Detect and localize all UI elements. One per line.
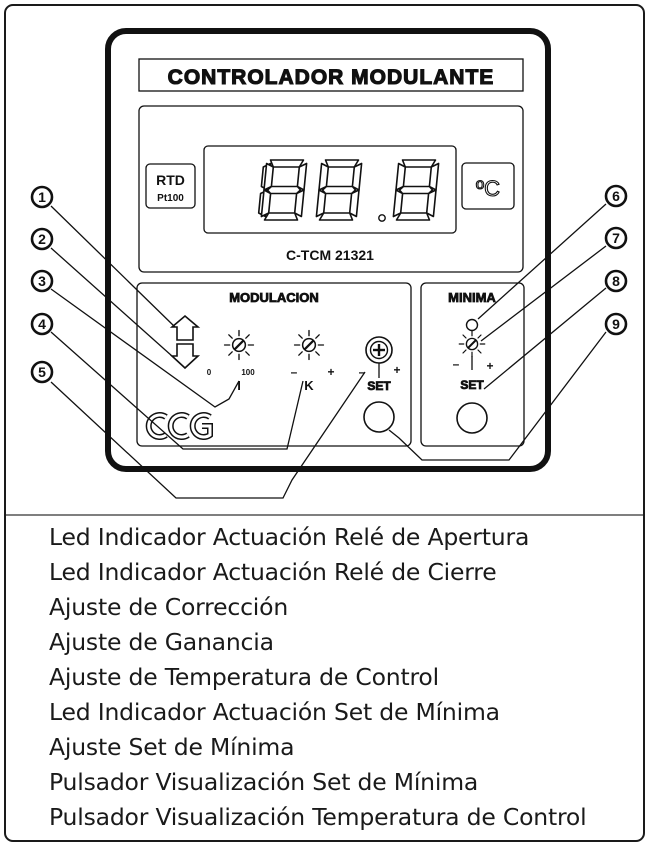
svg-text:6: 6 <box>612 188 620 204</box>
minima-set-label: SET <box>460 378 484 392</box>
ccg-logo <box>145 412 213 440</box>
i-max-label: 100 <box>241 368 255 377</box>
i-min-label: 0 <box>207 368 212 377</box>
k-plus-label: + <box>327 365 334 379</box>
setpoint-adjuster[interactable] <box>365 336 393 364</box>
control-temp-button[interactable] <box>363 401 395 433</box>
set-minus-label: – <box>359 365 366 379</box>
gain-knob[interactable] <box>293 329 325 361</box>
i-label: I <box>237 378 241 393</box>
callout-7: 7 <box>604 226 628 250</box>
minimum-led <box>465 318 479 332</box>
sensor-bottom-label: Pt100 <box>157 193 184 204</box>
minima-title: MINIMA <box>448 290 496 305</box>
svg-text:5: 5 <box>38 364 46 380</box>
svg-text:9: 9 <box>612 316 620 332</box>
legend-list: Led Indicador Actuación Relé de Apertura… <box>49 520 587 835</box>
legend-item: Pulsador Visualización Temperatura de Co… <box>49 803 587 831</box>
minimum-set-button[interactable] <box>456 402 488 434</box>
k-minus-label: – <box>291 365 298 379</box>
display-digit <box>392 159 440 221</box>
minimum-set-knob[interactable] <box>458 330 486 358</box>
callout-markers: 1 2 3 4 5 6 7 8 9 <box>30 184 628 384</box>
minima-minus-label: – <box>453 357 460 371</box>
callout-3: 3 <box>30 269 54 293</box>
callout-8: 8 <box>604 269 628 293</box>
callout-6: 6 <box>604 184 628 208</box>
callout-5: 5 <box>30 360 54 384</box>
panel-title: CONTROLADOR MODULANTE <box>168 66 495 89</box>
display-panel: RTD Pt100 ºC C-TCM 21321 <box>138 105 524 273</box>
title-plate: CONTROLADOR MODULANTE <box>138 58 524 92</box>
set-label: SET <box>367 379 391 393</box>
close-relay-led <box>169 343 201 370</box>
callout-1: 1 <box>30 185 54 209</box>
legend-item: Ajuste de Ganancia <box>49 628 274 656</box>
svg-text:2: 2 <box>38 231 46 247</box>
sensor-badge <box>145 163 196 209</box>
legend-item: Led Indicador Actuación Relé de Cierre <box>49 558 497 586</box>
svg-text:8: 8 <box>612 273 620 289</box>
display-digits <box>257 159 440 222</box>
callout-2: 2 <box>30 227 54 251</box>
minima-plus-label: + <box>486 359 493 373</box>
legend-item: Led Indicador Actuación Relé de Apertura <box>49 523 530 551</box>
legend-item: Pulsador Visualización Set de Mínima <box>49 768 479 796</box>
leader-lines <box>50 203 607 499</box>
svg-text:7: 7 <box>612 230 620 246</box>
legend-item: Ajuste de Temperatura de Control <box>49 663 439 691</box>
legend-item: Led Indicador Actuación Set de Mínima <box>49 698 500 726</box>
legend-item: Ajuste de Corrección <box>49 593 289 621</box>
display-digit <box>260 159 308 221</box>
display-digit <box>315 159 363 221</box>
model-label: C-TCM 21321 <box>286 247 374 263</box>
set-plus-label: + <box>393 363 400 377</box>
sensor-top-label: RTD <box>156 172 185 188</box>
unit-badge <box>461 162 515 210</box>
callout-9: 9 <box>604 312 628 336</box>
legend-item: Ajuste Set de Mínima <box>49 733 295 761</box>
open-relay-led <box>169 314 201 341</box>
correction-knob[interactable] <box>223 329 255 361</box>
outer-frame <box>4 4 645 842</box>
decimal-point <box>378 214 386 222</box>
modulacion-title: MODULACION <box>229 290 319 305</box>
k-label: K <box>304 378 314 393</box>
svg-text:1: 1 <box>38 189 46 205</box>
unit-label: ºC <box>476 176 500 201</box>
svg-text:4: 4 <box>38 316 46 332</box>
svg-text:3: 3 <box>38 273 46 289</box>
callout-4: 4 <box>30 312 54 336</box>
